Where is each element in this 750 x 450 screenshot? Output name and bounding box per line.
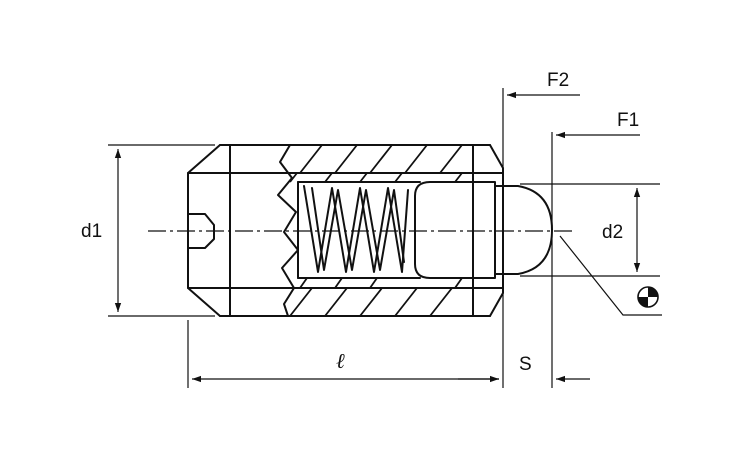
thread-hatching bbox=[289, 144, 463, 317]
d2-label: d2 bbox=[602, 222, 623, 243]
stroke-label: S bbox=[519, 354, 532, 375]
center-of-gravity-leader bbox=[559, 235, 662, 316]
compression-spring bbox=[303, 185, 409, 273]
inner-bore bbox=[297, 181, 421, 279]
f1-label: F1 bbox=[617, 110, 639, 131]
length-label: ℓ bbox=[336, 349, 345, 373]
screwdriver-slot bbox=[187, 213, 215, 249]
extension-lines bbox=[108, 88, 660, 388]
center-of-gravity-icon bbox=[637, 286, 659, 308]
section-break-line bbox=[277, 144, 299, 317]
d1-label: d1 bbox=[81, 221, 102, 242]
f2-label: F2 bbox=[547, 70, 569, 91]
plunger-pin bbox=[414, 181, 553, 279]
